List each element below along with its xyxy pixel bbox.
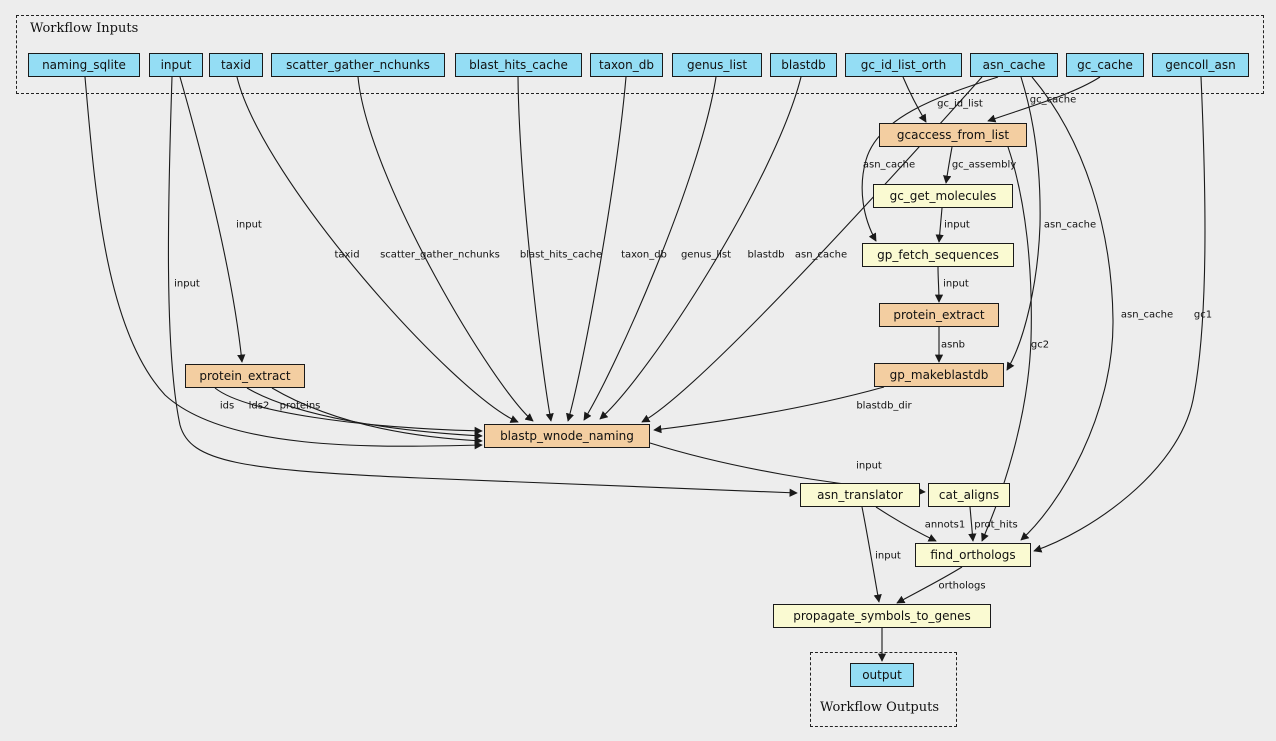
node-gp_makeblastdb[interactable]: gp_makeblastdb xyxy=(874,363,1004,387)
node-asn_cache[interactable]: asn_cache xyxy=(970,53,1058,77)
node-asn_translator[interactable]: asn_translator xyxy=(800,483,920,507)
edge-label: asnb xyxy=(940,339,966,351)
node-gp_fetch_sequences[interactable]: gp_fetch_sequences xyxy=(862,243,1014,267)
node-taxon_db[interactable]: taxon_db xyxy=(590,53,663,77)
edge-input-to-protein_extract_l xyxy=(179,76,246,363)
edge-label: input xyxy=(236,219,262,231)
node-scatter_gather_nchunks[interactable]: scatter_gather_nchunks xyxy=(271,53,445,77)
edge-input-to-asn_translator xyxy=(167,76,798,497)
edge-gp_fetch_sequences-to-protein_extract_r xyxy=(934,266,944,303)
edge-label: taxid xyxy=(334,249,360,261)
workflow-outputs-group xyxy=(810,652,957,727)
node-genus_list[interactable]: genus_list xyxy=(672,53,762,77)
edge-label: scatter_gather_nchunks xyxy=(380,249,500,261)
edge-label: asn_cache xyxy=(862,159,916,171)
edge-label: gc2 xyxy=(1030,339,1050,351)
edge-gp_makeblastdb-to-blastp_wnode_naming xyxy=(653,386,885,434)
edge-protein_extract_l-to-blastp_wnode_naming xyxy=(271,387,483,445)
edge-gc_get_molecules-to-gp_fetch_sequences xyxy=(935,207,944,243)
edge-blastdb-to-blastp_wnode_naming xyxy=(599,76,802,420)
node-gc_get_molecules[interactable]: gc_get_molecules xyxy=(873,184,1013,208)
edge-label: input xyxy=(943,278,969,290)
edge-label: input xyxy=(944,219,970,231)
edge-label: prot_hits xyxy=(974,519,1018,531)
edge-asn_cache-to-gp_makeblastdb xyxy=(1006,76,1041,371)
edge-label: blastdb xyxy=(747,249,785,261)
node-input[interactable]: input xyxy=(149,53,203,77)
edge-label: proteins xyxy=(279,400,321,412)
workflow-inputs-group xyxy=(16,15,1264,94)
node-blast_hits_cache[interactable]: blast_hits_cache xyxy=(455,53,582,77)
node-naming_sqlite[interactable]: naming_sqlite xyxy=(28,53,140,77)
node-gencoll_asn[interactable]: gencoll_asn xyxy=(1152,53,1249,77)
edge-cat_aligns-to-find_orthologs xyxy=(968,506,977,542)
node-gc_cache[interactable]: gc_cache xyxy=(1066,53,1144,77)
edge-label: lds2 xyxy=(248,400,270,412)
node-cat_aligns[interactable]: cat_aligns xyxy=(928,483,1010,507)
node-output[interactable]: output xyxy=(850,663,914,687)
edge-label: gc_assembly xyxy=(951,159,1017,171)
edge-label: taxon_db xyxy=(621,249,667,261)
edge-label: orthologs xyxy=(938,580,986,592)
node-blastdb[interactable]: blastdb xyxy=(770,53,837,77)
node-find_orthologs[interactable]: find_orthologs xyxy=(915,543,1031,567)
edge-genus_list-to-blastp_wnode_naming xyxy=(583,76,717,421)
node-blastp_wnode_naming[interactable]: blastp_wnode_naming xyxy=(484,424,650,448)
node-protein_extract_l[interactable]: protein_extract xyxy=(185,364,305,388)
edge-label: ids xyxy=(219,400,235,412)
edge-label: blast_hits_cache xyxy=(519,249,603,261)
edge-label: blastdb_dir xyxy=(856,400,912,412)
edge-protein_extract_l-to-blastp_wnode_naming xyxy=(246,387,483,440)
edge-label: annots1 xyxy=(924,519,966,531)
edge-label: input xyxy=(875,550,901,562)
edge-label: asn_cache xyxy=(1043,219,1097,231)
edge-gencoll_asn-to-find_orthologs xyxy=(1033,76,1206,553)
node-taxid[interactable]: taxid xyxy=(209,53,263,77)
edge-label: gc1 xyxy=(1193,309,1213,321)
edge-label: asn_cache xyxy=(1120,309,1174,321)
workflow-outputs-caption: Workflow Outputs xyxy=(820,700,939,715)
node-gc_id_list_orth[interactable]: gc_id_list_orth xyxy=(845,53,962,77)
edge-label: gc_id_list xyxy=(937,98,983,110)
edge-naming_sqlite-to-blastp_wnode_naming xyxy=(84,76,483,450)
node-propagate_symbols_to_genes[interactable]: propagate_symbols_to_genes xyxy=(773,604,991,628)
node-gcaccess_from_list[interactable]: gcaccess_from_list xyxy=(879,123,1027,147)
workflow-inputs-caption: Workflow Inputs xyxy=(30,21,139,36)
node-protein_extract_r[interactable]: protein_extract xyxy=(879,303,999,327)
edge-label: input xyxy=(856,460,882,472)
edge-asn_cache-to-find_orthologs xyxy=(1020,76,1114,541)
edge-label: asn_cache xyxy=(794,249,848,261)
edge-label: input xyxy=(174,278,200,290)
edge-label: gc_cache xyxy=(1029,94,1077,106)
edge-label: genus_list xyxy=(680,249,732,261)
